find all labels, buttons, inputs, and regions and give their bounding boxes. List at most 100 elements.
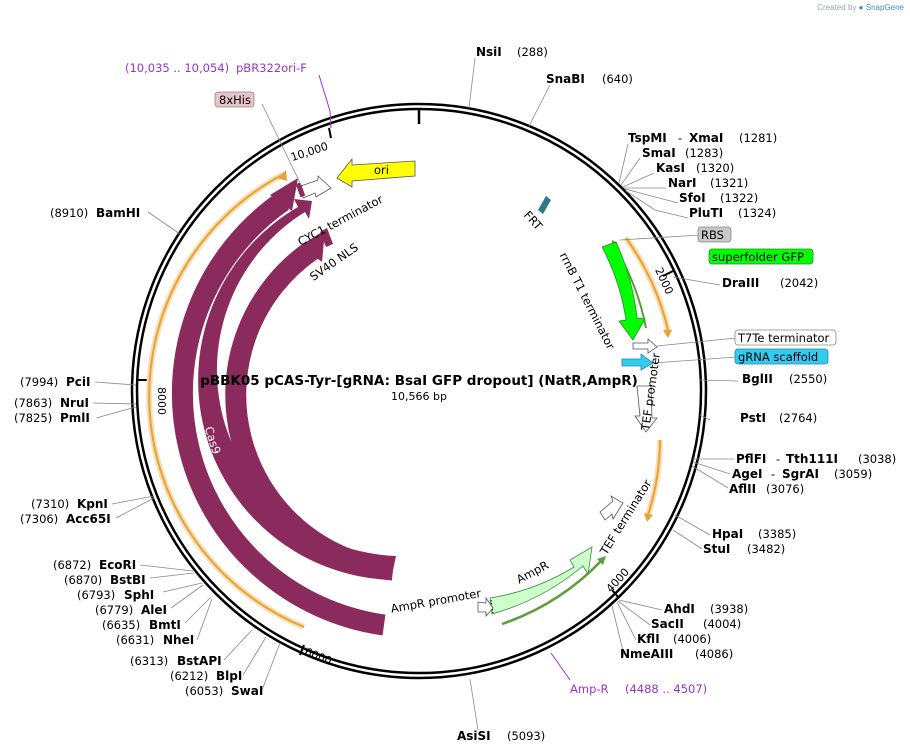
- cas9-outer-arrowhead: [270, 178, 298, 211]
- site-sep: -: [678, 131, 682, 145]
- site-pos: (640): [602, 72, 633, 86]
- site-name: NruI: [60, 396, 89, 410]
- site-name: SnaBI: [546, 72, 585, 86]
- site-pos: (6313): [130, 654, 168, 668]
- site-pos: (3076): [766, 482, 804, 496]
- t7te-leader: [656, 337, 737, 347]
- site-name: BamHI: [96, 206, 140, 220]
- site-name-2: XmaI: [689, 131, 723, 145]
- site-pos: (8910): [50, 206, 88, 220]
- site-name: BlpI: [216, 669, 242, 683]
- site-name: PflFI: [736, 452, 766, 466]
- site-name: BstBI: [110, 573, 146, 587]
- site-name: PluTI: [689, 206, 723, 220]
- site-pos: (6872): [53, 558, 91, 572]
- rrnb-t1-terminator-label: rrnB T1 terminator: [557, 250, 618, 352]
- site-pos: (1321): [710, 176, 748, 190]
- site-name: DraIII: [722, 276, 759, 290]
- site-pos: (1281): [739, 131, 777, 145]
- site-pos: (7825): [14, 411, 52, 425]
- primer-pbr322ori-f-range: (10,035 .. 10,054): [125, 61, 229, 75]
- site-pos: (3038): [858, 452, 896, 466]
- site-name: NmeAIII: [620, 647, 673, 661]
- credit-brand: SnapGene: [865, 3, 904, 12]
- site-pos: (1283): [685, 146, 723, 160]
- cyc1-terminator-label: CYC1 terminator: [295, 192, 385, 249]
- site-sep: -: [776, 452, 780, 466]
- site-pos: (1324): [738, 206, 776, 220]
- site-name: PstI: [740, 411, 766, 425]
- site-name: SmaI: [642, 146, 676, 160]
- site-pos: (6635): [102, 618, 140, 632]
- ampr-promoter-label: AmpR promoter: [390, 586, 483, 616]
- site-leaders: [92, 57, 739, 731]
- t7te-terminator-label: T7Te terminator: [737, 331, 830, 345]
- backbone-inner: [135, 107, 703, 675]
- site-pos: (6631): [116, 633, 154, 647]
- tick-label-10000: 10,000: [289, 140, 330, 164]
- site-pos: (6870): [64, 573, 102, 587]
- site-pos: (3385): [758, 527, 796, 541]
- site-name: AhdI: [664, 602, 695, 616]
- site-name: KflI: [637, 632, 660, 646]
- site-pos: (4006): [673, 632, 711, 646]
- site-pos: (7310): [31, 497, 69, 511]
- site-pos: (1322): [720, 191, 758, 205]
- grna-scaffold-label: gRNA scaffold: [738, 350, 818, 364]
- site-name: SphI: [124, 588, 154, 602]
- frt-feature: [538, 196, 551, 214]
- site-pos: (6212): [170, 669, 208, 683]
- site-pos: (6779): [95, 603, 133, 617]
- site-name: BstAPI: [177, 654, 222, 668]
- site-name: BmtI: [149, 618, 181, 632]
- site-name: NsiI: [476, 45, 502, 59]
- tick-label-6000: 6000: [303, 645, 334, 668]
- rbs-leader: [619, 234, 701, 241]
- orf-arcs: [146, 170, 672, 630]
- primer-amp-r: Amp-R (4488 .. 4507): [550, 652, 707, 696]
- site-name: AsiSI: [457, 729, 491, 743]
- t7te-terminator-feature: [632, 338, 658, 354]
- site-name-2: SgrAI: [782, 467, 819, 481]
- site-name: HpaI: [712, 527, 743, 541]
- site-name: AgeI: [732, 467, 762, 481]
- superfolder-gfp-box: [708, 248, 814, 265]
- backbone-outer: [130, 102, 708, 680]
- primer-amp-r-name: Amp-R: [570, 682, 609, 696]
- site-pos: (3059): [834, 467, 872, 481]
- primer-pbr322ori-f: (10,035 .. 10,054) pBR322ori-F: [125, 61, 332, 129]
- site-name: PciI: [66, 375, 91, 389]
- cas9-inner-arrowhead: [300, 230, 325, 262]
- site-pos: (2550): [789, 372, 827, 386]
- plasmid-name: pBBK05 pCAS-Tyr-[gRNA: BsaI GFP dropout]…: [200, 373, 638, 389]
- site-name: BglII: [742, 372, 773, 386]
- site-pos: (4086): [695, 647, 733, 661]
- cas9-feature-outer: [198, 199, 396, 580]
- tef-promoter-feature: [634, 385, 658, 433]
- sv40-nls-feature: [320, 228, 333, 247]
- cas9-feature-outer-band: [171, 192, 386, 636]
- site-pos: (2042): [780, 276, 818, 290]
- superfolder-gfp-feature: [601, 241, 646, 341]
- site-pos: (1320): [696, 161, 734, 175]
- site-name: Acc65I: [66, 512, 111, 526]
- site-name: NarI: [668, 176, 697, 190]
- site-name-2: Tth111I: [786, 452, 838, 466]
- site-pos: (6053): [185, 684, 223, 698]
- primer-amp-r-range: (4488 .. 4507): [625, 682, 707, 696]
- site-name: AleI: [141, 603, 167, 617]
- restriction-sites: NsiI (288) SnaBI (640) TspMI - XmaI (128…: [14, 45, 896, 743]
- credit-prefix: Created by: [817, 3, 857, 12]
- site-name: KasI: [656, 161, 685, 175]
- site-pos: (7863): [14, 396, 52, 410]
- site-name: PmlI: [60, 411, 90, 425]
- plasmid-length: 10,566 bp: [391, 390, 447, 403]
- tick-label-8000: 8000: [155, 387, 168, 415]
- site-name: KpnI: [77, 497, 108, 511]
- site-name: AflII: [729, 482, 756, 496]
- ori-label: ori: [374, 163, 389, 177]
- site-name: SfoI: [679, 191, 706, 205]
- tef-terminator-feature: [599, 495, 624, 521]
- his-tag-leader: [261, 103, 302, 186]
- ampr-promoter-feature: [477, 596, 494, 618]
